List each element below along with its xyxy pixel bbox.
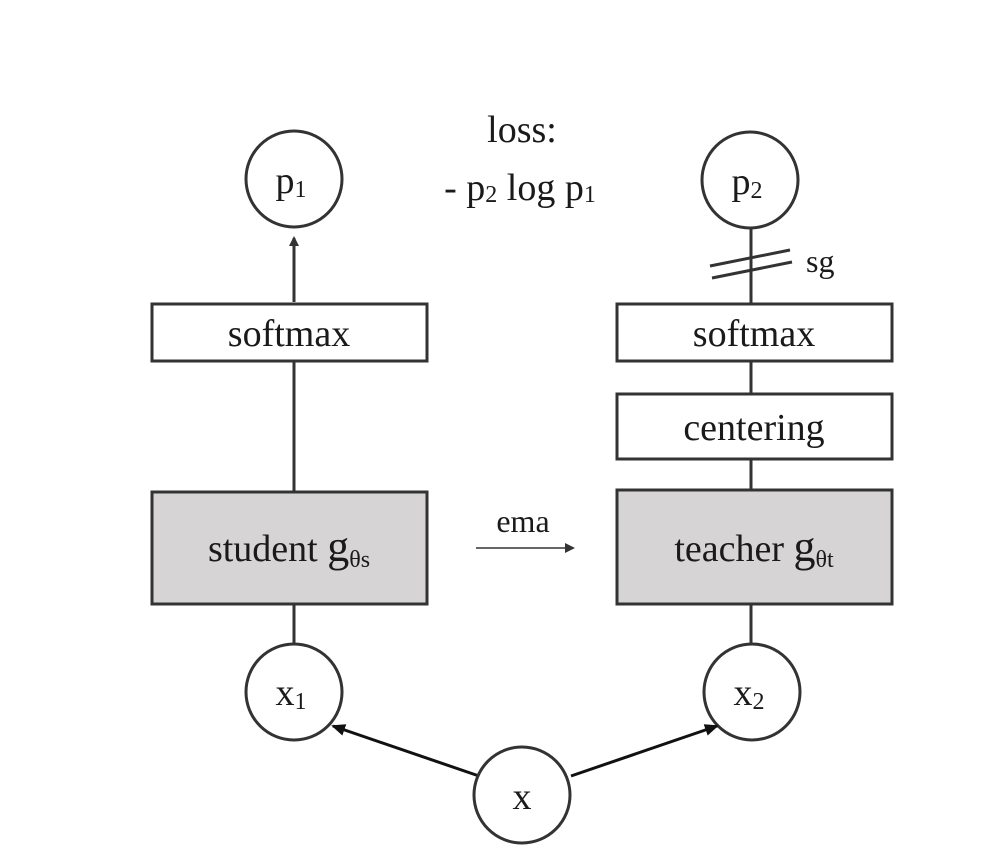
teacher-centering-box — [615, 392, 894, 461]
teacher-softmax-box — [615, 302, 894, 363]
loss-formula: - p2 log p1 — [444, 167, 596, 209]
sg-label: sg — [806, 243, 834, 279]
x-to-x1-arrow — [331, 724, 480, 778]
x-label: x — [513, 776, 532, 818]
teacher-softmax-label: softmax — [693, 313, 815, 355]
p2-node — [700, 130, 800, 230]
student-network-box — [150, 490, 429, 606]
x-to-x2-arrow — [570, 724, 719, 778]
teacher-network-label: teacher gθt — [674, 522, 834, 573]
student-network-label: student gθs — [208, 522, 370, 573]
p1-node — [244, 129, 344, 229]
teacher-centering-label: centering — [683, 407, 824, 449]
x1-node — [244, 642, 344, 742]
ema-label: ema — [496, 503, 549, 539]
p2-label: p2 — [732, 161, 763, 204]
stop-gradient-mark-1 — [709, 248, 791, 268]
x1-label: x1 — [276, 672, 307, 715]
x2-node — [702, 642, 802, 742]
teacher-network-box — [615, 488, 894, 606]
student-softmax-label: softmax — [228, 313, 350, 355]
p1-label: p1 — [276, 160, 307, 203]
loss-title: loss: — [487, 109, 557, 151]
stop-gradient-mark-2 — [711, 260, 793, 280]
x-node — [472, 745, 572, 845]
student-softmax-box — [150, 302, 429, 363]
x2-label: x2 — [734, 672, 765, 715]
